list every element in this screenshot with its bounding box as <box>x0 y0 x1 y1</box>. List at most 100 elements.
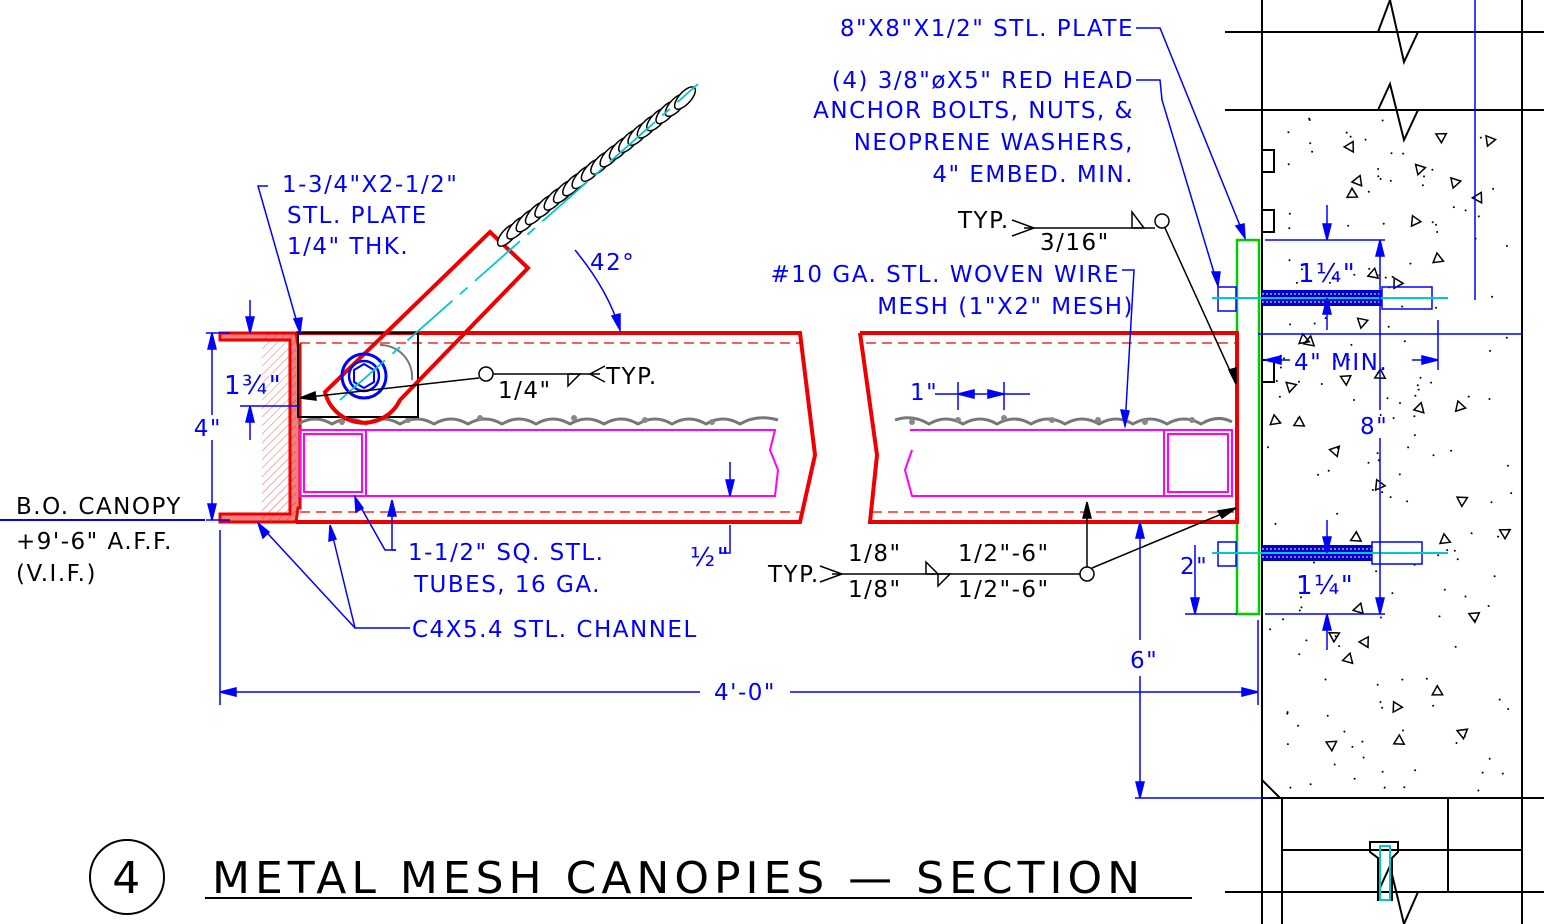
concrete-dot <box>1452 206 1455 209</box>
weld-typ-plate: TYP. <box>957 208 1010 234</box>
concrete-dot <box>1501 772 1504 775</box>
detail-number: 4 <box>112 853 142 904</box>
concrete-dot <box>1464 209 1467 212</box>
concrete-dot <box>1454 645 1457 648</box>
concrete-dot <box>1275 380 1278 382</box>
aggregate-mark <box>1454 399 1468 413</box>
dimension-lines <box>0 205 1522 799</box>
concrete-dot <box>1377 175 1380 178</box>
concrete-dot <box>1274 522 1277 525</box>
concrete-dot <box>1371 489 1374 491</box>
aggregate-mark <box>1393 276 1405 290</box>
concrete-dot <box>1279 366 1282 369</box>
concrete-dot <box>1381 706 1384 709</box>
dim-bolt-edge-bottom: 1¼" <box>1296 571 1354 601</box>
concrete-dot <box>1379 178 1382 180</box>
concrete-dot <box>1407 446 1410 449</box>
concrete-dot <box>1423 175 1425 178</box>
concrete-dot <box>1481 771 1484 774</box>
aggregate-mark <box>1498 528 1512 541</box>
concrete-dot <box>1298 653 1301 656</box>
weld-channel-bot-r: 1/2"-6" <box>958 577 1050 603</box>
aggregate-mark <box>1328 445 1341 458</box>
concrete-dot <box>1308 119 1311 121</box>
concrete-dot <box>1289 786 1292 789</box>
concrete-dot <box>1381 770 1384 773</box>
aggregate-mark <box>1292 415 1306 427</box>
aggregate-mark <box>1455 728 1469 741</box>
concrete-dot <box>1289 323 1292 326</box>
aggregate-mark <box>1341 651 1354 665</box>
aggregate-mark <box>1412 401 1425 414</box>
concrete-dot <box>1414 394 1417 397</box>
concrete-dot <box>1470 532 1473 535</box>
aggregate-mark <box>1349 530 1363 542</box>
concrete-dot <box>1491 295 1494 298</box>
note-channel: C4X5.4 STL. CHANNEL <box>412 617 698 643</box>
weld-tab-size: 1/4" <box>498 378 552 404</box>
concrete-hatch <box>1267 117 1513 792</box>
concrete-dot <box>1383 786 1386 789</box>
note-canopy-3: (V.I.F.) <box>16 561 97 587</box>
concrete-dot <box>1309 142 1312 145</box>
note-mesh-1: #10 GA. STL. WOVEN WIRE <box>771 262 1120 288</box>
concrete-dot <box>1343 730 1346 733</box>
aggregate-mark <box>1339 374 1353 387</box>
concrete-dot <box>1406 500 1409 503</box>
concrete-dot <box>1493 575 1496 578</box>
anchor-bolt-bottom <box>1212 541 1448 567</box>
concrete-dot <box>1409 262 1412 265</box>
concrete-dot <box>1435 223 1437 226</box>
concrete-dot <box>1336 512 1339 515</box>
note-canopy-2: +9'-6" A.F.F. <box>16 529 173 555</box>
concrete-dot <box>1350 343 1353 346</box>
concrete-dot <box>1390 152 1393 155</box>
weld-channel-top: 1/8" <box>848 541 902 567</box>
concrete-dot <box>1425 677 1428 680</box>
concrete-dot <box>1273 221 1276 224</box>
aggregate-mark <box>1285 381 1298 394</box>
concrete-dot <box>1477 215 1480 218</box>
c-channel-left <box>218 331 302 524</box>
concrete-dot <box>1401 678 1404 681</box>
concrete-dot <box>1295 281 1298 284</box>
concrete-dot <box>1497 535 1500 538</box>
concrete-dot <box>1317 473 1319 476</box>
dim-half-inch: ½" <box>690 543 730 573</box>
woven-mesh <box>297 415 1233 426</box>
concrete-dot <box>1438 615 1441 618</box>
aggregate-mark <box>1467 611 1481 624</box>
concrete-dot <box>1413 415 1416 418</box>
concrete-dot <box>1353 777 1356 780</box>
note-canopy-1: B.O. CANOPY <box>16 494 182 520</box>
concrete-dot <box>1364 138 1367 141</box>
aggregate-mark <box>1434 132 1448 145</box>
concrete-dot <box>1505 244 1508 247</box>
concrete-dot <box>1402 152 1405 155</box>
note-tab-plate-3: 1/4" THK. <box>287 234 409 260</box>
concrete-dot <box>1367 190 1370 193</box>
concrete-dot <box>1375 570 1378 573</box>
concrete-dot <box>1297 724 1300 727</box>
dim-embed: 4" MIN. <box>1294 350 1388 376</box>
dim-tab-height: 1¾" <box>224 371 282 401</box>
aggregate-mark <box>1350 174 1363 187</box>
concrete-dot <box>1376 452 1379 455</box>
concrete-dot <box>1286 712 1289 715</box>
concrete-dot <box>1327 469 1330 472</box>
concrete-dot <box>1399 402 1401 404</box>
concrete-dot <box>1443 588 1446 591</box>
concrete-dot <box>1431 221 1434 224</box>
channel-flange-left <box>296 331 818 524</box>
embed-insert <box>1369 841 1399 901</box>
concrete-dot <box>1298 380 1300 383</box>
concrete-dot <box>1492 187 1495 190</box>
concrete-dot <box>1381 491 1384 494</box>
concrete-dot <box>1402 729 1404 732</box>
concrete-dot <box>1349 135 1352 138</box>
aggregate-mark <box>1366 266 1380 280</box>
concrete-dot <box>1347 358 1350 361</box>
concrete-dot <box>1403 786 1406 789</box>
concrete-dot <box>1354 353 1357 356</box>
concrete-dot <box>1300 596 1302 599</box>
